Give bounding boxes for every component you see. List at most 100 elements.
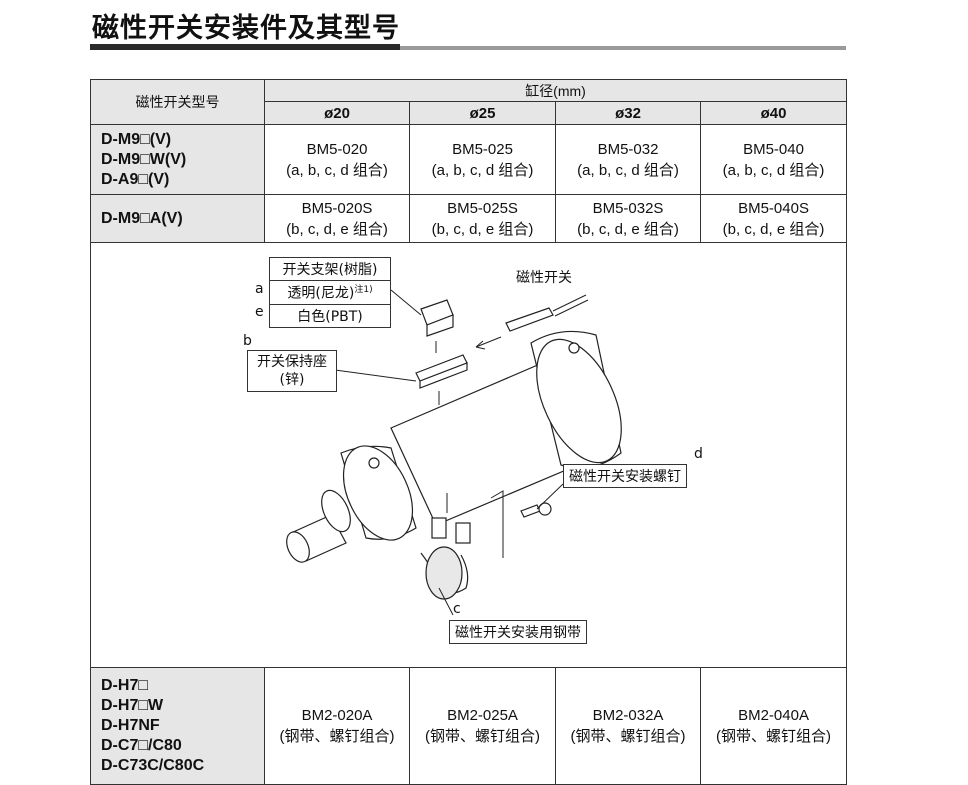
model-name: D-M9□(V): [101, 130, 172, 148]
footnote-mark: 注1): [354, 285, 373, 295]
leader-line: [390, 289, 422, 316]
bracket-e-option: 白色(PBT): [297, 308, 363, 325]
part-cell: BM5-025S (b, c, d, e 组合): [409, 194, 556, 243]
part-number: BM5-032S: [592, 199, 664, 217]
model-name: D-M9□A(V): [101, 209, 183, 227]
figure-row: 开关支架(树脂) 透明(尼龙)注1) 白色(PBT) a e b 开关保持座 (…: [89, 242, 848, 668]
screw-callout: 磁性开关安装螺钉: [563, 464, 687, 488]
bore-40: ø40: [699, 101, 848, 125]
part-cell: BM5-040S (b, c, d, e 组合): [699, 194, 848, 243]
model-cell: D-M9□A(V): [90, 194, 265, 243]
part-number: BM2-032A: [592, 707, 664, 724]
model-name: D-C73C/C80C: [101, 757, 205, 774]
part-number: BM2-020A: [301, 707, 373, 724]
part-number: BM5-020: [306, 140, 368, 158]
model-name: D-M9□W(V): [101, 150, 187, 168]
band-lug-right: [455, 522, 471, 544]
bracket-a-text: 透明(尼龙): [287, 285, 355, 302]
part-number: BM5-040: [743, 140, 804, 158]
page-title: 磁性开关安装件及其型号: [92, 13, 400, 44]
switch-cable: [554, 299, 589, 317]
rear-cap-port: [568, 342, 580, 354]
switch-bracket-side: [426, 314, 454, 337]
model-name: D-A9□(V): [101, 170, 170, 188]
label-b: b: [243, 333, 252, 349]
bracket-a-option: 透明(尼龙)注1): [270, 281, 390, 305]
front-cap-port: [368, 457, 380, 469]
part-cell: BM5-020S (b, c, d, e 组合): [264, 194, 410, 243]
label-e: e: [255, 304, 264, 320]
rod-end: [286, 531, 310, 563]
table-row: D-M9□(V) D-M9□W(V) D-A9□(V) BM5-020 (a, b…: [90, 124, 848, 195]
part-number: BM5-020S: [301, 199, 373, 217]
part-number: BM5-040S: [738, 199, 809, 217]
model-name: D-H7NF: [101, 717, 160, 734]
model-name: D-H7□: [101, 677, 148, 694]
part-combo: (b, c, d, e 组合): [577, 220, 679, 238]
part-number: BM2-025A: [447, 707, 518, 724]
part-number: BM5-025: [452, 140, 513, 158]
part-combo: (a, b, c, d 组合): [286, 161, 388, 179]
model-name: D-C7□/C80: [101, 737, 182, 754]
part-combo: (a, b, c, d 组合): [431, 161, 534, 179]
mounting-bracket-table: 磁性开关型号 缸径(mm) ø20 ø25 ø32 ø40 D-M9□(V) D…: [89, 79, 848, 785]
exploded-assembly-figure: 开关支架(树脂) 透明(尼龙)注1) 白色(PBT) a e b 开关保持座 (…: [89, 242, 848, 668]
arrow-head: [475, 340, 486, 350]
part-number: BM2-040A: [738, 707, 809, 724]
title-underline: [90, 44, 846, 50]
part-number: BM5-025S: [447, 199, 518, 217]
holder-name: 开关保持座: [257, 354, 327, 370]
part-combo: (钢带、螺钉组合): [279, 728, 395, 745]
bore-32: ø32: [555, 101, 701, 125]
holder-material: (锌): [279, 372, 305, 388]
cylinder-assembly-drawing: [286, 289, 622, 616]
label-a: a: [255, 281, 264, 297]
part-cell: BM5-020 (a, b, c, d 组合): [264, 124, 410, 195]
part-cell: BM5-025 (a, b, c, d 组合): [409, 124, 556, 195]
part-number: BM5-032: [597, 140, 659, 158]
holder-callout: 开关保持座 (锌): [247, 350, 337, 392]
part-combo: (钢带、螺钉组合): [425, 728, 540, 745]
model-name: D-H7□W: [101, 697, 164, 714]
part-cell: BM2-025A (钢带、螺钉组合): [409, 667, 556, 785]
part-combo: (a, b, c, d 组合): [722, 161, 825, 179]
bracket-callout: 开关支架(树脂) 透明(尼龙)注1) 白色(PBT): [269, 257, 391, 328]
switch-label: 磁性开关: [516, 270, 572, 286]
band-callout: 磁性开关安装用钢带: [449, 620, 587, 644]
bore-25: ø25: [409, 101, 556, 125]
mounting-screw: [520, 504, 541, 518]
leader-line: [438, 587, 454, 616]
label-c: c: [453, 601, 461, 617]
table-row: D-H7□ D-H7□W D-H7NF D-C7□/C80 D-C73C/C80…: [90, 667, 848, 785]
band-ring: [425, 546, 463, 600]
band-lug-left: [431, 517, 447, 539]
part-combo: (b, c, d, e 组合): [431, 220, 534, 238]
switch-holder-side: [419, 362, 468, 389]
part-cell: BM2-020A (钢带、螺钉组合): [264, 667, 410, 785]
model-cell: D-M9□(V) D-M9□W(V) D-A9□(V): [90, 124, 265, 195]
part-combo: (钢带、螺钉组合): [570, 728, 686, 745]
label-d: d: [694, 446, 703, 462]
part-cell: BM2-040A (钢带、螺钉组合): [699, 667, 848, 785]
leader-line: [334, 369, 417, 382]
part-cell: BM5-032 (a, b, c, d 组合): [555, 124, 701, 195]
header-bore-size: 缸径(mm): [263, 79, 848, 102]
part-combo: (b, c, d, e 组合): [722, 220, 825, 238]
table-row: D-M9□A(V) BM5-020S (b, c, d, e 组合) BM5-02…: [90, 194, 848, 243]
part-cell: BM5-032S (b, c, d, e 组合): [555, 194, 701, 243]
model-cell: D-H7□ D-H7□W D-H7NF D-C7□/C80 D-C73C/C80…: [90, 667, 265, 785]
part-cell: BM2-032A (钢带、螺钉组合): [555, 667, 701, 785]
insert-arrow: [475, 336, 502, 348]
screw-head: [538, 502, 552, 516]
rod-collar: [321, 489, 351, 533]
bracket-title: 开关支架(树脂): [270, 258, 390, 281]
band-wire: [490, 490, 504, 558]
part-cell: BM5-040 (a, b, c, d 组合): [699, 124, 848, 195]
switch-cable: [552, 294, 587, 312]
header-switch-model: 磁性开关型号: [90, 79, 265, 125]
part-combo: (钢带、螺钉组合): [716, 728, 832, 745]
bore-20: ø20: [264, 101, 410, 125]
part-combo: (b, c, d, e 组合): [286, 220, 388, 238]
part-combo: (a, b, c, d 组合): [577, 161, 679, 179]
rear-cap-face: [536, 338, 622, 464]
